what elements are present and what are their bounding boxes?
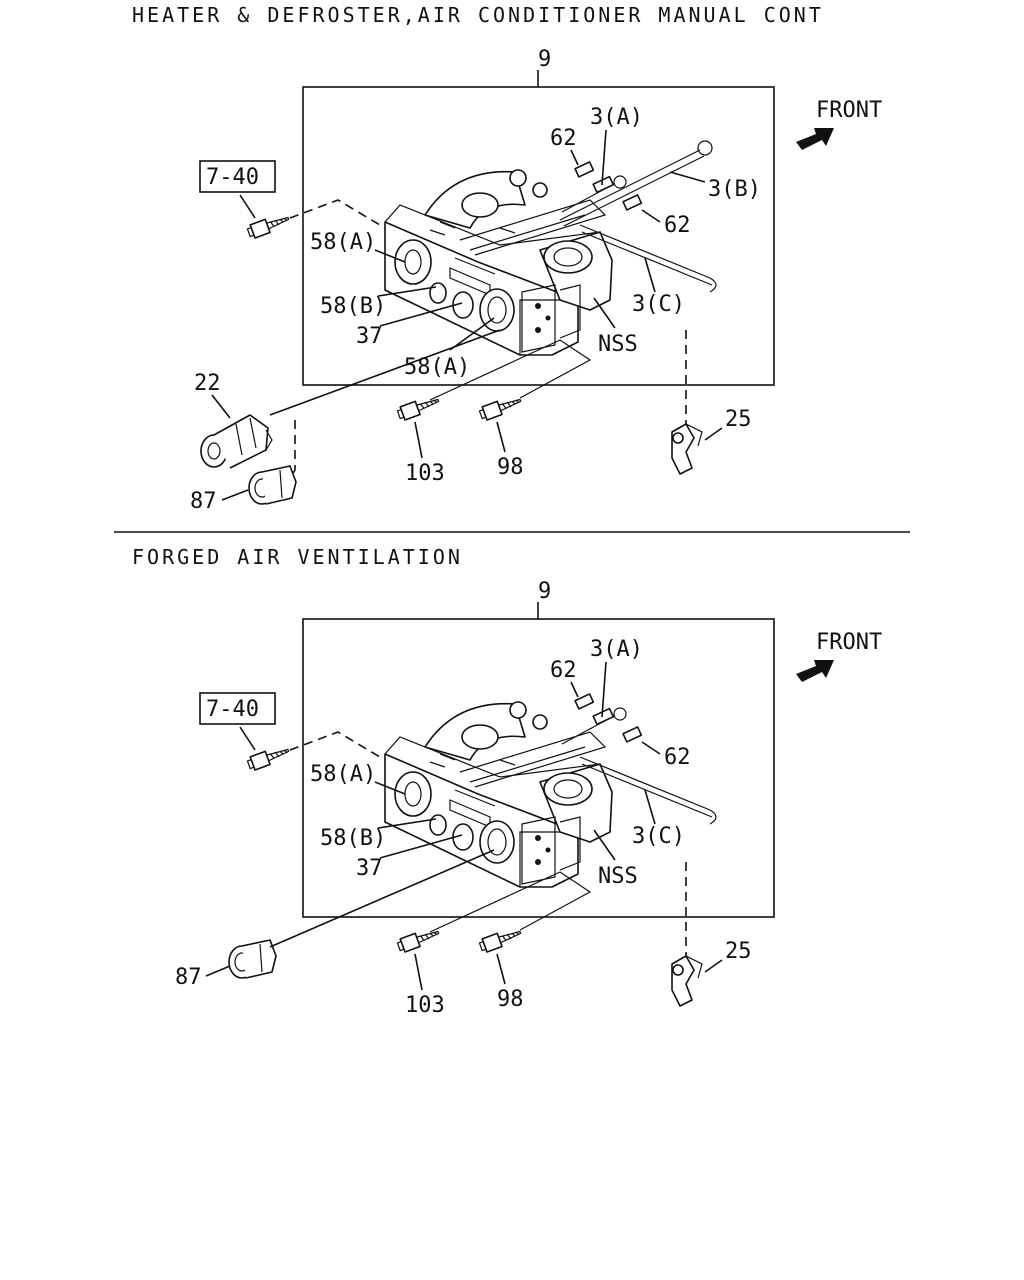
clip-25 [671,955,703,1007]
label-62-a: 62 [550,126,577,151]
label-58-a-bottom: 58(A) [404,355,470,380]
section-title: FORGED AIR VENTILATION [132,545,463,569]
label-22: 22 [194,371,221,396]
label-62-a: 62 [550,658,577,683]
label-3-c: 3(C) [632,292,685,317]
label-87: 87 [190,489,217,514]
label-7-40: 7-40 [206,165,259,190]
label-58-a-top: 58(A) [310,230,376,255]
front-label: FRONT [816,98,882,123]
label-58-a-top: 58(A) [310,762,376,787]
label-box-7-40 [199,692,276,725]
label-62-b: 62 [664,213,691,238]
label-9: 9 [538,47,551,72]
label-7-40: 7-40 [206,697,259,722]
label-37: 37 [356,856,383,881]
label-nss: NSS [598,864,638,889]
label-58-b: 58(B) [320,294,386,319]
label-103: 103 [405,461,445,486]
label-98: 98 [497,987,524,1012]
label-62-b: 62 [664,745,691,770]
label-3-b: 3(B) [708,177,761,202]
screw-98 [477,925,524,955]
label-98: 98 [497,455,524,480]
screw-98 [477,393,524,423]
label-3-c: 3(C) [632,824,685,849]
control-cables [559,140,717,293]
section-forged-air-ventilation: FORGED AIR VENTILATION 9 7-40 62 [132,545,882,1018]
front-label: FRONT [816,630,882,655]
label-87: 87 [175,965,202,990]
grommet-87 [248,465,297,505]
label-box-7-40 [199,160,276,193]
switch-22 [200,414,273,469]
front-arrow-icon [796,128,834,150]
section-title: HEATER & DEFROSTER,AIR CONDITIONER MANUA… [132,3,824,27]
label-3-a: 3(A) [590,105,643,130]
label-3-a: 3(A) [590,637,643,662]
label-37: 37 [356,324,383,349]
label-nss: NSS [598,332,638,357]
clip-25 [671,423,703,475]
control-assembly [384,701,613,888]
label-103: 103 [405,993,445,1018]
label-58-b: 58(B) [320,826,386,851]
front-arrow-icon [796,660,834,682]
control-assembly [384,169,613,356]
control-cables [561,693,717,825]
label-25: 25 [725,939,752,964]
section-heater-defroster: HEATER & DEFROSTER,AIR CONDITIONER MANUA… [132,3,882,514]
grommet-87 [228,939,277,979]
label-9: 9 [538,579,551,604]
label-25: 25 [725,407,752,432]
